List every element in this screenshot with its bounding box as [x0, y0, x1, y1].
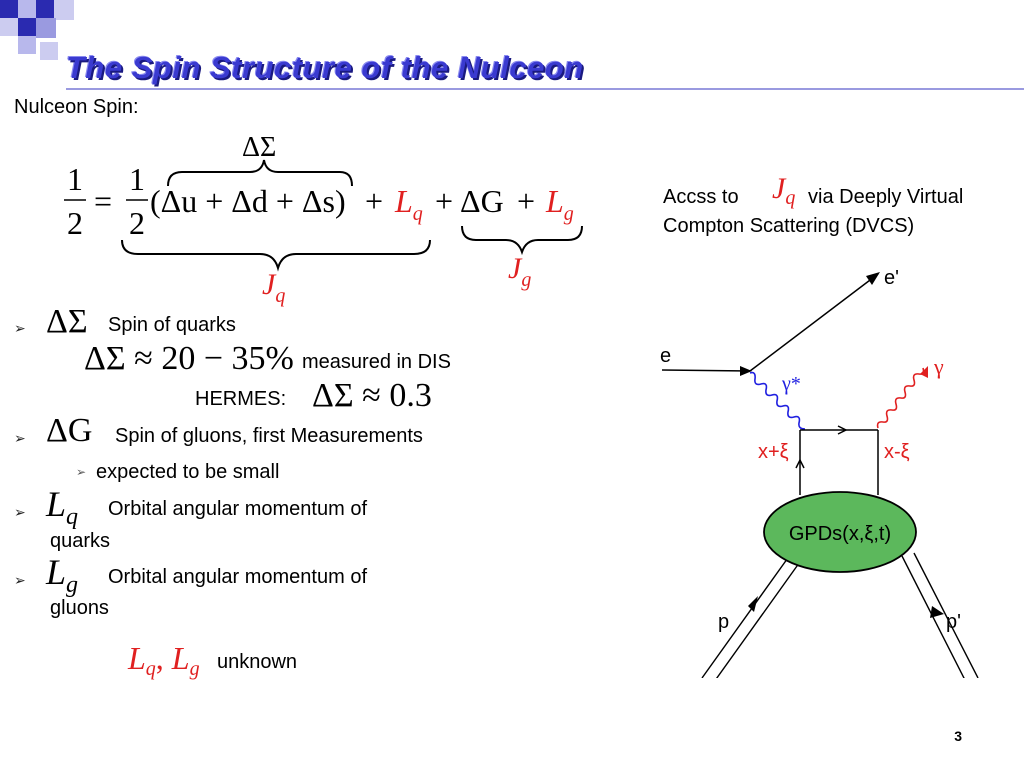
real-photon-line — [876, 367, 925, 429]
underbrace-Jg — [461, 225, 583, 256]
slide-title: The Spin Structure of the Nulceon — [66, 50, 584, 85]
sub-bullet-arrow: ➢ — [76, 465, 87, 479]
bullet-arrow: ➢ — [14, 504, 26, 520]
decor-square — [18, 18, 36, 36]
bullet-text: Orbital angular momentum of — [108, 498, 368, 520]
sub-bullet-text: expected to be small — [96, 461, 280, 483]
proton-prime-label: p' — [946, 611, 961, 633]
decor-square — [18, 36, 36, 54]
access-line1-b: via Deeply Virtual — [808, 186, 964, 208]
Jg-label: Jg — [508, 252, 531, 291]
overbrace-label: ΔΣ — [242, 132, 276, 163]
incoming-electron-line — [661, 369, 751, 372]
hermes-formula: ΔΣ ≈ 0.3 — [312, 377, 432, 414]
proton-in-line — [701, 554, 791, 678]
gpd-label: GPDs(x,ξ,t) — [789, 523, 891, 545]
dis-text: measured in DIS — [302, 351, 451, 373]
access-line1-a: Accss to — [663, 186, 739, 208]
decor-square — [40, 42, 58, 60]
proton-in-line — [716, 558, 803, 678]
bullet-symbol: ΔG — [46, 412, 93, 449]
bullet-symbol: ΔΣ — [46, 303, 88, 340]
arrow-icon — [837, 425, 848, 435]
bullet-symbol-Lg: Lg — [46, 552, 79, 598]
arrow-icon — [930, 606, 944, 618]
plus-sign: + — [365, 183, 383, 219]
hermes-label: HERMES: — [195, 388, 287, 410]
half-denominator: 2 — [129, 205, 145, 241]
bullet-arrow: ➢ — [14, 320, 26, 336]
arrow-icon — [866, 272, 880, 285]
decor-square — [0, 0, 18, 18]
bullet-text: Spin of gluons, first Measurements — [115, 425, 423, 447]
quark-contribution: (Δu + Δd + Δs) — [150, 183, 346, 219]
unknown-symbols: Lq, Lg — [128, 640, 200, 680]
half-numerator: 1 — [129, 161, 145, 197]
proton-label: p — [718, 611, 729, 633]
gpd-blob — [763, 491, 917, 573]
unknown-text: unknown — [217, 651, 298, 673]
overbrace-delta-sigma — [167, 159, 353, 187]
bullet-arrow: ➢ — [14, 572, 26, 588]
virtual-photon-label: γ* — [781, 373, 801, 395]
bullet-text-continued: quarks — [50, 530, 111, 552]
bullet-symbol-Lq: Lq — [46, 484, 79, 530]
x-minus-xi-label: x-ξ — [884, 441, 910, 463]
proton-out-line — [901, 555, 965, 678]
arrow-icon — [795, 458, 805, 469]
bullet-text: Spin of quarks — [108, 314, 236, 336]
spin-sum-rule-equation: 1 2 = 1 2 (Δu + Δd + Δs) + Lq + ΔG + Lg … — [64, 132, 583, 307]
photon-label: γ — [933, 354, 944, 379]
nucleon-spin-label: Nulceon Spin: — [14, 96, 139, 118]
delta-G: ΔG — [460, 183, 504, 219]
title-underline — [66, 88, 1024, 90]
dis-formula: ΔΣ ≈ 20 − 35% — [84, 340, 294, 377]
access-line2: Compton Scattering (DVCS) — [663, 215, 915, 237]
lhs-denominator: 2 — [67, 205, 83, 241]
bullet-text-continued: gluons — [50, 597, 109, 619]
arrow-icon — [740, 366, 752, 376]
Lq-symbol: Lq — [394, 183, 423, 225]
decor-square — [54, 0, 74, 20]
decor-square — [36, 0, 54, 18]
outgoing-electron-line — [749, 273, 879, 372]
underbrace-Jq — [121, 239, 431, 272]
arrow-icon — [920, 366, 928, 378]
Jq-label: Jq — [262, 268, 285, 307]
dvcs-diagram: GPDs(x,ξ,t) e e' γ* γ x+ξ x-ξ p p' — [660, 267, 979, 678]
equals-sign: = — [94, 183, 112, 219]
bullet-text: Orbital angular momentum of — [108, 566, 368, 588]
lhs-numerator: 1 — [67, 161, 83, 197]
decor-square — [36, 18, 56, 38]
plus-sign: + — [435, 183, 453, 219]
bullet-arrow: ➢ — [14, 430, 26, 446]
decor-square — [0, 18, 18, 36]
Lg-symbol: Lg — [545, 183, 574, 225]
decor-square — [18, 0, 36, 18]
arrow-icon — [748, 596, 758, 612]
plus-sign: + — [517, 183, 535, 219]
proton-out-line — [913, 552, 979, 678]
access-Jq-symbol: Jq — [772, 172, 796, 209]
page-number: 3 — [954, 728, 962, 744]
electron-label: e — [660, 345, 671, 367]
x-plus-xi-label: x+ξ — [758, 441, 789, 463]
virtual-photon-line — [749, 371, 806, 430]
electron-prime-label: e' — [884, 267, 899, 289]
